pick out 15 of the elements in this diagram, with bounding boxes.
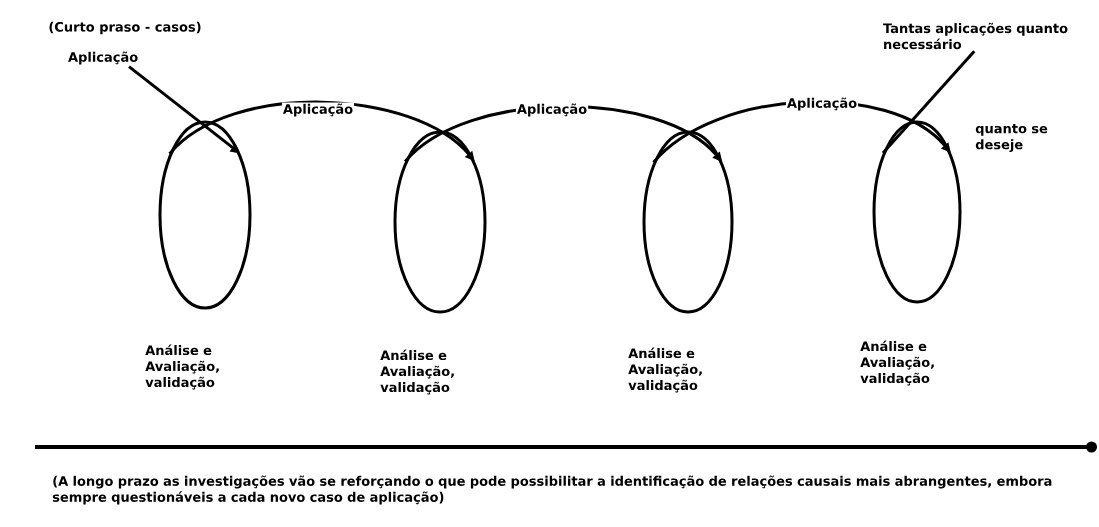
edge-label: Aplicação	[515, 102, 589, 118]
note-text: (A longo prazo as investigações vão se reforçando o que pode possibilitar a identificação de relações causais mais abrangentes, embora sempre questionáveis a cada novo caso de aplicação)	[52, 475, 1052, 505]
edge-label: Aplicação	[785, 96, 859, 112]
caption-text: Análise e Avaliação, validação	[628, 347, 702, 393]
loop	[642, 130, 734, 314]
label-text: Tantas aplicações quanto necessário	[883, 22, 1068, 50]
note-text: quanto se deseje	[975, 124, 1048, 152]
caption-text: Análise e Avaliação, validação	[860, 340, 934, 386]
loop	[872, 120, 962, 304]
caption-text: Análise e Avaliação, validação	[145, 344, 219, 390]
note-text: (Curto praso - casos)	[49, 21, 201, 35]
loop	[393, 130, 487, 314]
caption-text: Análise e Avaliação, validação	[380, 349, 454, 395]
label-text: Aplicação	[68, 51, 138, 65]
loop	[158, 120, 252, 310]
